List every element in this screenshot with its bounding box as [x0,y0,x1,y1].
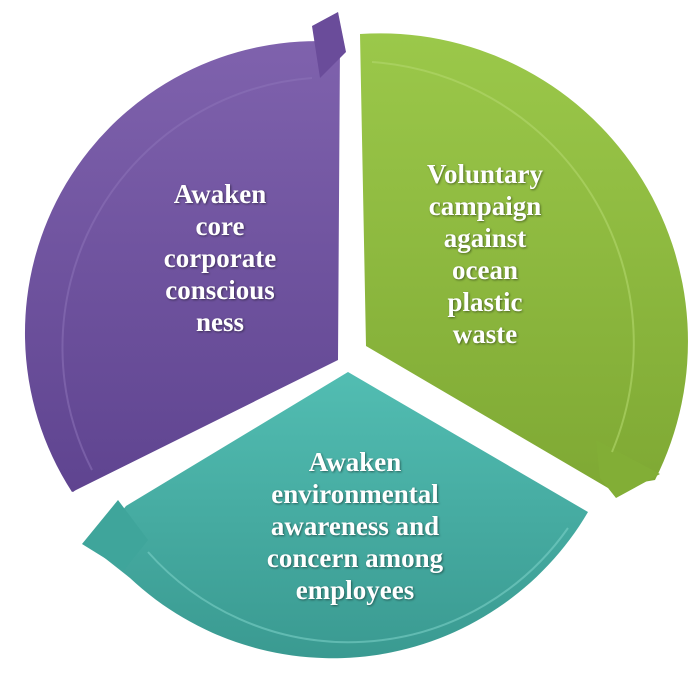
segment-label-line: against [443,223,527,253]
segment-label-line: waste [452,319,518,349]
segment-label-purple: Awaken core corporate conscious ness [140,178,300,338]
segment-label-line: Awaken [173,179,267,209]
segment-label-line: employees [295,575,415,605]
segment-label-line: awareness and [270,511,440,541]
segment-label-teal: Awaken environmental awareness and conce… [190,446,520,606]
segment-green-arrow [596,440,660,498]
segment-purple-arrow [312,12,346,78]
segment-label-line: environmental [271,479,439,509]
segment-label-line: Voluntary [426,159,544,189]
segment-label-line: ness [195,307,244,337]
segment-label-line: concern among [266,543,444,573]
segment-label-line: core [195,211,245,241]
segment-teal-inner-rim [147,527,569,644]
segment-purple-inner-rim [61,77,313,471]
segment-label-line: campaign [428,191,542,221]
segment-teal [92,372,588,659]
segment-label-line: plastic [447,287,523,317]
segment-green-inner-rim [371,61,635,453]
segment-label-line: conscious [165,275,275,305]
segment-teal-arrow [82,500,148,570]
segment-label-green: Voluntary campaign against ocean plastic… [405,158,565,350]
segment-label-line: corporate [163,243,277,273]
segment-label-line: ocean [452,255,518,285]
segment-purple-body [24,41,341,493]
segment-green [360,33,688,489]
segment-label-line: Awaken [308,447,402,477]
